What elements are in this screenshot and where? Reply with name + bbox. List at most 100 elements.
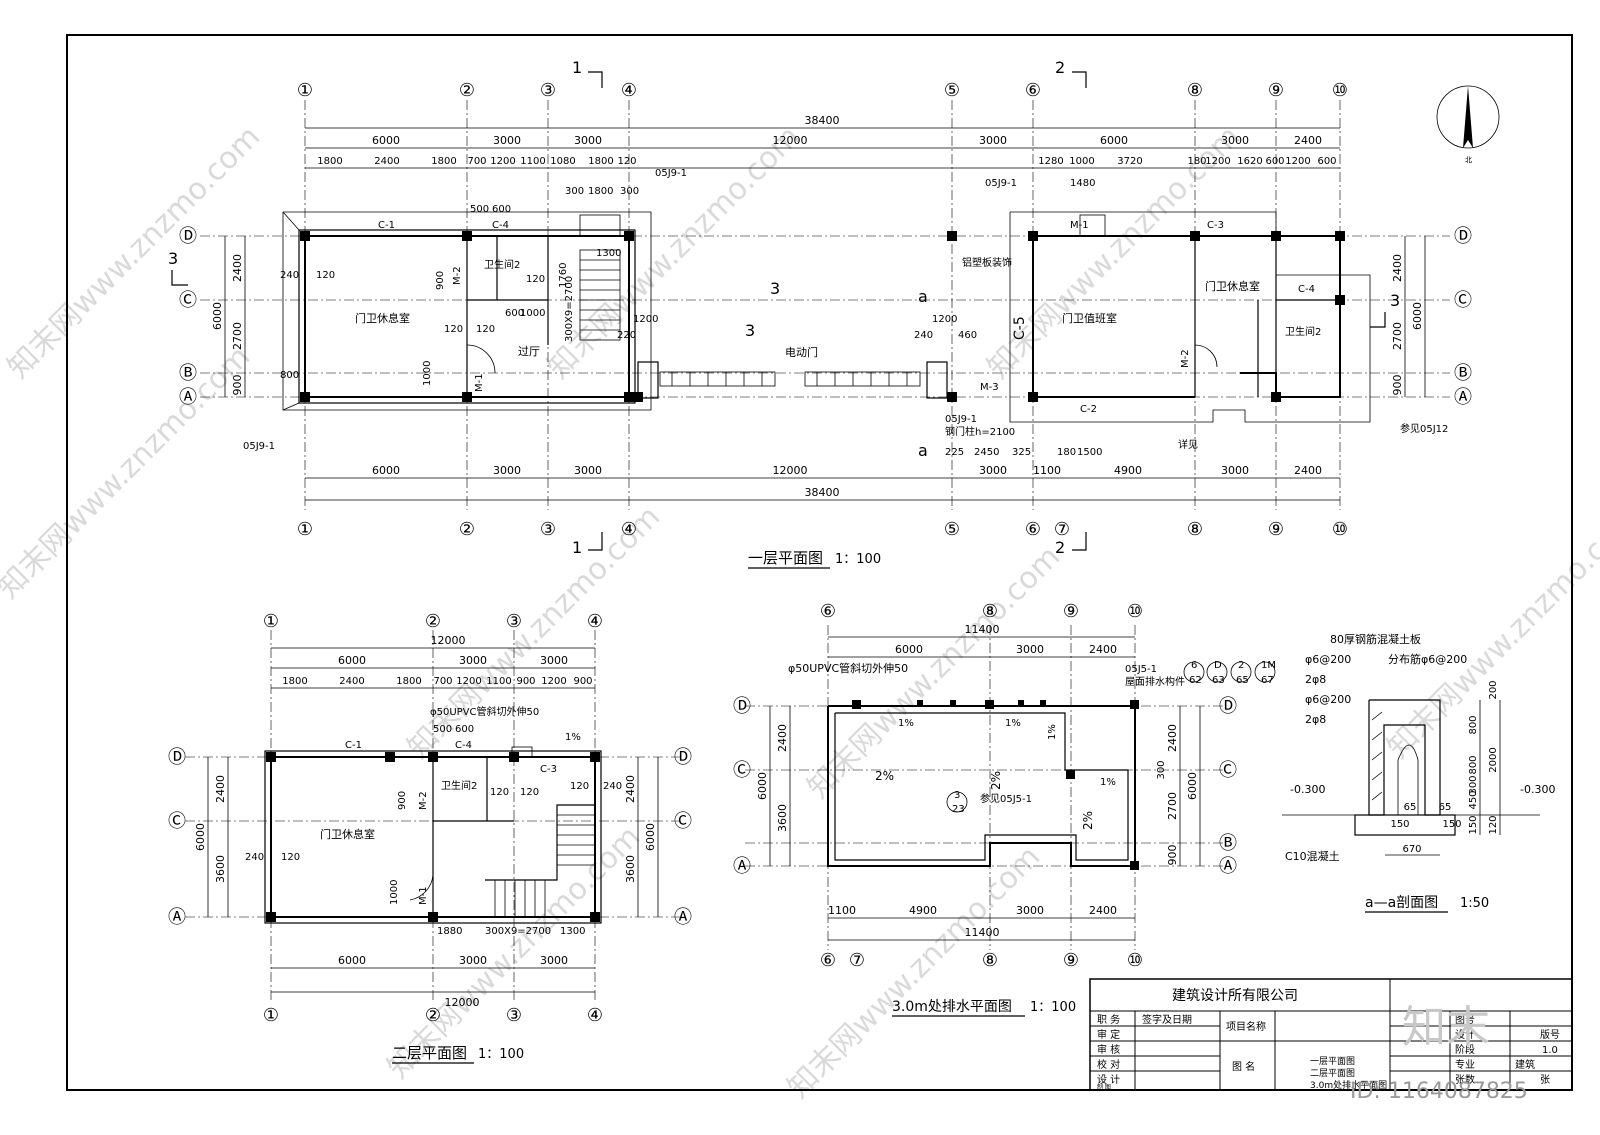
ref-label: 05J5-1 bbox=[1125, 664, 1157, 675]
door-tag: M-2 bbox=[1180, 349, 1191, 368]
dim: 180 bbox=[1187, 156, 1206, 167]
dim: 1500 bbox=[1077, 447, 1102, 458]
field-label: 版号 bbox=[1540, 1028, 1560, 1041]
dim: 2400 bbox=[1166, 724, 1179, 752]
drawing-name: 一层平面图 bbox=[1310, 1056, 1355, 1067]
slope: 1% bbox=[1100, 777, 1116, 788]
field-label: 专业 bbox=[1455, 1058, 1475, 1071]
dim: 3000 bbox=[459, 654, 487, 667]
axis-bubble: ⑧ bbox=[982, 601, 998, 622]
plan3-axis-bubbles: ⑥ ⑧ ⑨ ⑩ ⑥ ⑦ ⑧ ⑨ ⑩ Ⓓ Ⓒ Ⓐ Ⓓ Ⓒ Ⓑ Ⓐ bbox=[733, 601, 1237, 971]
role-label: 审 定 bbox=[1097, 1028, 1120, 1041]
ref-label: 05J9-1 bbox=[655, 168, 687, 179]
ref-number: 6 bbox=[1191, 660, 1197, 671]
axis-bubble: Ⓒ bbox=[1454, 290, 1472, 311]
dim: 3000 bbox=[979, 464, 1007, 477]
company-name: 建筑设计所有限公司 bbox=[1172, 988, 1298, 1004]
dim: 1800 bbox=[282, 676, 307, 687]
dim: 6000 bbox=[372, 464, 400, 477]
dim: 300 bbox=[1468, 775, 1479, 794]
plan2-title: 二层平面图 bbox=[392, 1044, 467, 1062]
axis-bubble: ② bbox=[425, 611, 441, 632]
plan2-axis-bubbles: ① ② ③ ④ ① ② ③ ④ Ⓓ Ⓒ Ⓐ Ⓓ Ⓒ Ⓐ bbox=[168, 611, 692, 1026]
ref-label: 05J9-1 bbox=[243, 441, 275, 452]
dim: 4900 bbox=[909, 904, 937, 917]
axis-bubble: Ⓒ bbox=[1219, 760, 1237, 781]
stair-label: 300X9=2700 bbox=[485, 926, 551, 937]
room-label: 卫生间2 bbox=[441, 779, 477, 792]
dim: 500 bbox=[470, 204, 489, 215]
door-tag: M-2 bbox=[452, 266, 463, 285]
axis-bubble: ⑧ bbox=[1187, 80, 1203, 101]
dim: 12000 bbox=[773, 464, 808, 477]
dim: 1300 bbox=[596, 248, 621, 259]
dim: 3000 bbox=[1221, 134, 1249, 147]
axis-bubble: ⑥ bbox=[820, 950, 836, 971]
plan1-dims-bottom: 6000 3000 3000 12000 3000 1100 4900 3000… bbox=[372, 464, 1322, 499]
plan3-ref-circles bbox=[946, 661, 1276, 813]
header-role: 职 务 bbox=[1097, 1013, 1120, 1026]
axis-bubble: ⑥ bbox=[1025, 80, 1041, 101]
axis-bubble: ② bbox=[459, 519, 475, 540]
room-label: 门卫休息室 bbox=[320, 827, 375, 841]
dim: 325 bbox=[1012, 447, 1031, 458]
dim: 900 bbox=[1166, 845, 1179, 866]
dim: 2400 bbox=[1089, 904, 1117, 917]
dim: 800 bbox=[1468, 715, 1479, 734]
dim: 120 bbox=[316, 270, 335, 281]
ref-number: 62 bbox=[1189, 675, 1202, 686]
axis-bubble: Ⓓ bbox=[674, 747, 692, 768]
dim: 1800 bbox=[588, 156, 613, 167]
window-tag: C-2 bbox=[1080, 404, 1097, 415]
plan3-outline bbox=[827, 705, 1136, 867]
note-label: 详见 bbox=[1178, 438, 1198, 451]
dim: 120 bbox=[490, 787, 509, 798]
dim: 3000 bbox=[459, 954, 487, 967]
door-tag: M-1 bbox=[474, 373, 485, 392]
ref-number: 3 bbox=[954, 790, 960, 801]
axis-bubble: Ⓒ bbox=[674, 811, 692, 832]
dim: 150 bbox=[1468, 815, 1479, 834]
section-mark: 3 bbox=[168, 249, 178, 268]
ref-number: 23 bbox=[952, 804, 965, 815]
dim: 1200 bbox=[932, 314, 957, 325]
plan1-room-labels: 门卫休息室 卫生间2 过厅 电动门 门卫值班室 门卫休息室 卫生间2 bbox=[355, 258, 1321, 359]
dim: 2700 bbox=[1166, 792, 1179, 820]
title-block-text: 建筑设计所有限公司 职 务 签字及日期 项目名称 审 定 审 核 校 对 设 计… bbox=[1097, 988, 1560, 1091]
dim: 1000 bbox=[389, 880, 400, 905]
plan3-scale: 1：100 bbox=[1030, 1000, 1076, 1015]
dim: 1800 bbox=[431, 156, 456, 167]
dim: 3000 bbox=[540, 954, 568, 967]
dim-total: 12000 bbox=[445, 996, 480, 1009]
dim: 6000 bbox=[1100, 134, 1128, 147]
dim: 600 bbox=[455, 724, 474, 735]
dim: 1800 bbox=[588, 186, 613, 197]
ref-number: 65 bbox=[1236, 675, 1249, 686]
axis-bubble: ⑩ bbox=[1127, 601, 1143, 622]
room-label: 卫生间2 bbox=[484, 258, 520, 271]
dim: 2400 bbox=[1391, 254, 1404, 282]
north-arrow: 北 bbox=[1436, 85, 1500, 164]
watermark-2: 知末网www.znzmo.com bbox=[541, 119, 807, 385]
sheet-border bbox=[66, 34, 1573, 1091]
ref-number: 63 bbox=[1212, 675, 1225, 686]
dim: 200 bbox=[1488, 680, 1499, 699]
plan1-axis-bubbles-bottom: ① ② ③ ④ ⑤ ⑥ ⑦ ⑧ ⑨ ⑩ bbox=[297, 519, 1348, 540]
plan-1-floor: ① ② ③ ④ ⑤ ⑥ ⑧ ⑨ ⑩ ① ② ③ ④ ⑤ ⑥ ⑦ ⑧ ⑨ ⑩ Ⓓ … bbox=[168, 58, 1472, 569]
axis-bubble: ⑨ bbox=[1063, 950, 1079, 971]
dim: 4900 bbox=[1114, 464, 1142, 477]
elevation: -0.300 bbox=[1520, 783, 1555, 796]
window-tag: C-1 bbox=[378, 220, 395, 231]
sheet-id: ID: 1164087825 bbox=[1350, 1079, 1528, 1104]
watermark-4: 知末网www.znzmo.com bbox=[0, 339, 257, 605]
section-labels: 80厚钢筋混凝土板 φ6@200 分布筋φ6@200 2φ8 φ6@200 2φ… bbox=[1285, 632, 1555, 863]
dim: 3000 bbox=[574, 464, 602, 477]
dim: 150 bbox=[1442, 819, 1461, 830]
axis-bubble: ③ bbox=[506, 611, 522, 632]
drawing-name: 二层平面图 bbox=[1310, 1068, 1355, 1079]
role-label: 设 计 bbox=[1097, 1073, 1120, 1086]
axis-bubble: Ⓐ bbox=[1454, 387, 1472, 408]
dim: 800 bbox=[280, 370, 299, 381]
plan-3-drainage: ⑥ ⑧ ⑨ ⑩ ⑥ ⑦ ⑧ ⑨ ⑩ Ⓓ Ⓒ Ⓐ Ⓓ Ⓒ Ⓑ Ⓐ bbox=[733, 601, 1276, 1017]
axis-bubble: ⑨ bbox=[1268, 80, 1284, 101]
